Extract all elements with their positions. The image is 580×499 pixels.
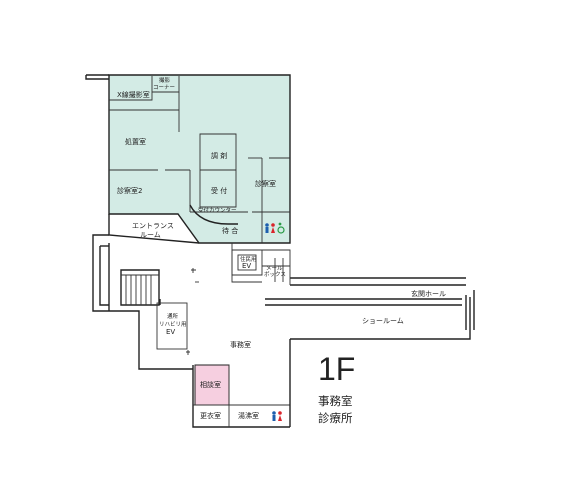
label-reception: 受 付 <box>211 186 227 195</box>
label-front-hall: 玄関ホール <box>411 289 446 298</box>
label-exam: 診察室 <box>255 179 276 188</box>
label-resident-ev-1: 住民用 <box>240 255 257 263</box>
label-photo-2: コーナー <box>153 84 175 91</box>
label-office: 事務室 <box>230 340 251 349</box>
label-photo-1: 撮影 <box>159 76 171 84</box>
label-exam2: 診察室2 <box>117 186 142 195</box>
restroom-female-icon <box>278 411 282 421</box>
label-rehab-ev-2: リハビリ用 <box>159 320 187 328</box>
label-rehab-ev-3: EV <box>166 328 175 336</box>
label-waiting: 待 合 <box>222 226 238 235</box>
restroom-male-icon <box>272 411 276 421</box>
label-mailbox-2: ボックス <box>264 270 286 278</box>
restroom-female-icon <box>271 223 275 233</box>
label-showroom: ショールーム <box>362 317 404 325</box>
label-kitchen: 湯沸室 <box>238 411 259 420</box>
label-reception-counter: 受付カウンター <box>198 206 237 214</box>
floor-subtitle-2: 診療所 <box>318 411 353 425</box>
label-consult: 相談室 <box>200 380 221 389</box>
wheelchair-icon <box>277 222 285 234</box>
label-dispensing: 調 剤 <box>211 151 227 160</box>
floor-subtitle-1: 事務室 <box>318 394 353 408</box>
floor-label: 1F <box>318 351 355 387</box>
stairs-icon <box>121 274 159 305</box>
label-rehab-ev-1: 通所 <box>167 312 179 320</box>
label-resident-ev-2: EV <box>242 262 251 270</box>
label-entrance-2: ルーム <box>140 231 161 239</box>
label-changing: 更衣室 <box>200 411 221 420</box>
label-treatment: 処置室 <box>125 137 146 146</box>
label-entrance-1: エントランス <box>132 222 174 230</box>
label-mailbox-1: メール <box>266 266 283 272</box>
label-xray: X線撮影室 <box>117 90 150 99</box>
restroom-male-icon <box>265 223 269 233</box>
